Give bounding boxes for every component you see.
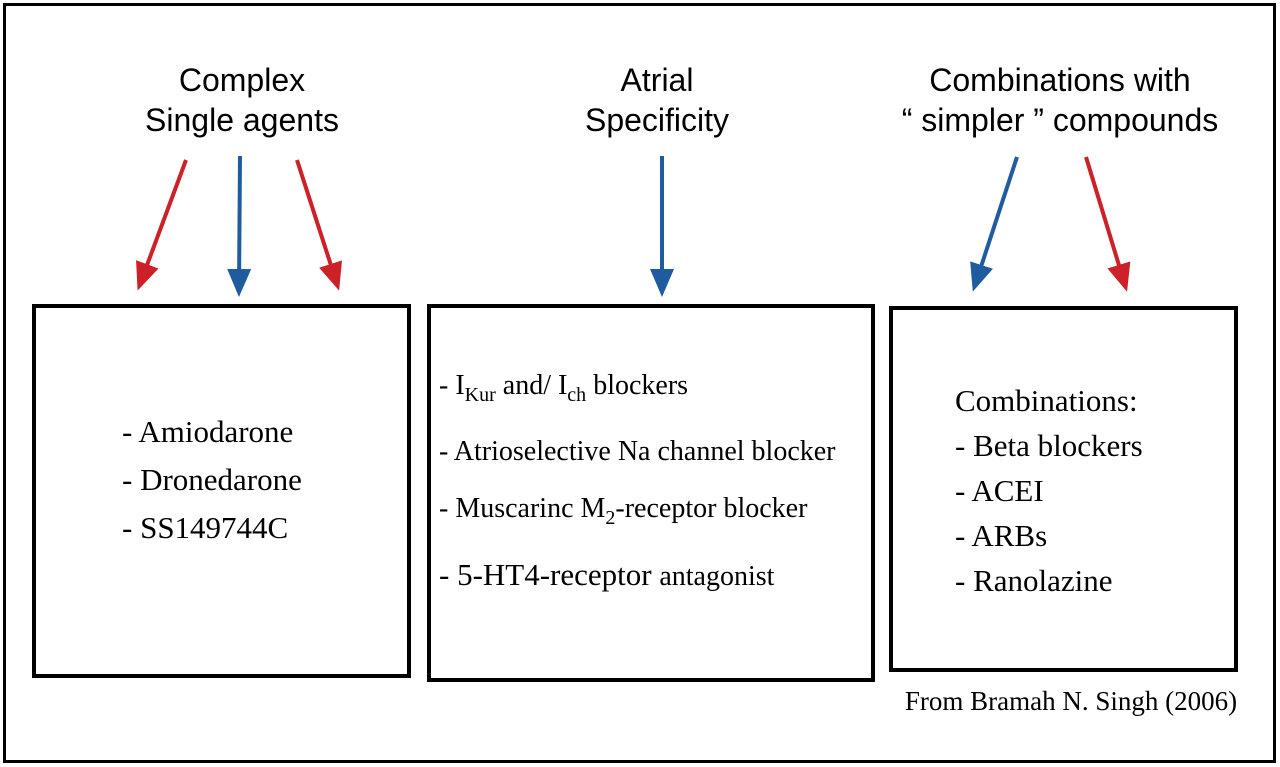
header-line: “ simpler ” compounds [901,102,1219,138]
text-segment: 2 [605,507,616,529]
text-segment: blockers [586,370,689,401]
text-segment: - I [439,370,465,401]
header-atrial-specificity: Atrial Specificity [507,60,807,140]
combination-list: Combinations: - Beta blockers - ACEI - A… [893,310,1234,603]
header-line: Combinations with [929,62,1191,98]
arrow-complex-left [136,159,188,291]
arrow-combinations-right [1084,156,1131,292]
combinations-title: Combinations: [955,383,1138,418]
text-segment: - Atrioselective Na channel blocker [439,436,836,467]
drug-item: - SS149744C [122,510,289,545]
text-segment: ch [567,384,587,406]
text-segment: -receptor blocker [615,493,808,524]
text-segment: - 5-HT4-receptor [439,557,660,592]
mechanism-item: - Muscarinc M2-receptor blocker [439,493,869,534]
header-line: Specificity [584,102,730,138]
mechanism-item: - Atrioselective Na channel blocker [439,436,869,468]
mechanism-list: - IKur and/ Ich blockers - Atrioselectiv… [431,308,871,593]
header-line: Complex [178,62,306,98]
drug-item: - Amiodarone [122,414,294,449]
combination-item: - ARBs [955,518,1048,553]
combination-item: - Beta blockers [955,428,1143,463]
box-combinations: Combinations: - Beta blockers - ACEI - A… [889,306,1238,672]
mechanism-item: - 5-HT4-receptor antagonist [439,559,869,593]
header-combinations-simpler-compounds: Combinations with “ simpler ” compounds [880,60,1240,140]
box-complex-single-agents: - Amiodarone - Dronedarone - SS149744C [32,304,411,678]
combination-item: - ACEI [955,473,1044,508]
header-line: Atrial [620,62,694,98]
drug-list: - Amiodarone - Dronedarone - SS149744C [36,308,407,552]
arrow-combinations-left [970,156,1019,292]
mechanism-item: - IKur and/ Ich blockers [439,370,869,411]
text-segment: - Muscarinc M [439,493,606,524]
text-segment: and/ I [495,370,568,401]
arrow-complex-right [295,159,342,291]
combination-item: - Ranolazine [955,563,1113,598]
text-segment: Kur [464,384,496,406]
drug-item: - Dronedarone [122,462,302,497]
text-segment: antagonist [659,561,775,592]
source-caption: From Bramah N. Singh (2006) [904,686,1238,716]
arrow-complex-center [227,155,252,297]
header-line: Single agents [145,102,339,138]
header-complex-single-agents: Complex Single agents [82,60,402,140]
box-atrial-specificity: - IKur and/ Ich blockers - Atrioselectiv… [427,304,875,682]
